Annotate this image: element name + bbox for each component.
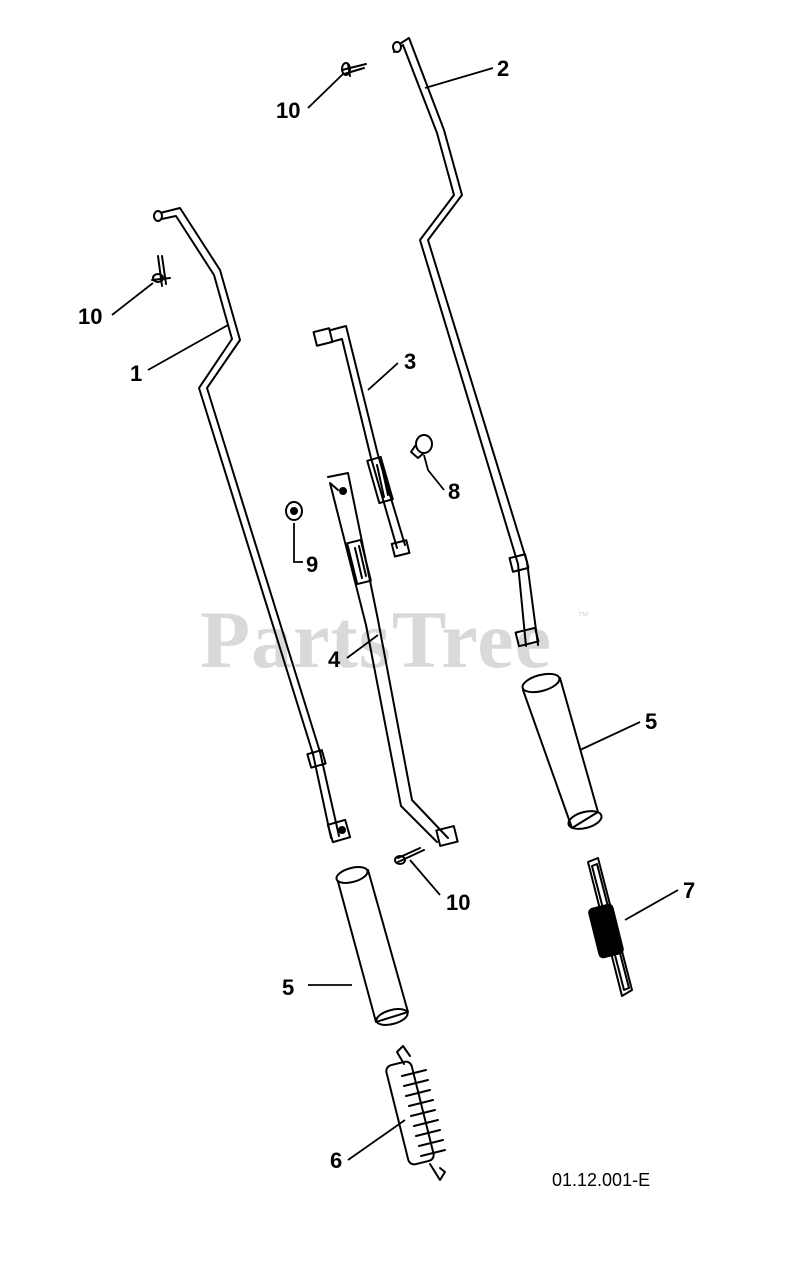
part-1-rod (153, 207, 352, 844)
callout-5-upper: 5 (645, 709, 657, 734)
callout-8: 8 (448, 479, 460, 504)
callout-9: 9 (306, 552, 318, 577)
watermark-trademark: ™ (577, 609, 589, 623)
part-6-spring (385, 1045, 446, 1181)
part-2-rod (392, 37, 540, 648)
part-9-washer (285, 501, 303, 521)
part-5-grip-lower (335, 866, 409, 1026)
part-8-pin (410, 434, 433, 459)
part-3-link (312, 325, 411, 558)
reference-code: 01.12.001-E (552, 1170, 650, 1190)
callout-3: 3 (404, 349, 416, 374)
callout-4: 4 (328, 647, 341, 672)
callout-2: 2 (497, 56, 509, 81)
callout-1: 1 (130, 361, 142, 386)
callout-6: 6 (330, 1148, 342, 1173)
callout-10-left: 10 (78, 304, 102, 329)
callout-7: 7 (683, 878, 695, 903)
part-5-grip-upper (521, 672, 603, 830)
part-7-spring-loop (587, 857, 633, 997)
callout-10-bottom: 10 (446, 890, 470, 915)
callout-10-top: 10 (276, 98, 300, 123)
part-10-clip-bottom (394, 847, 425, 865)
part-10-clip-top (341, 62, 367, 77)
part-10-clip-left (151, 255, 171, 287)
part-4-link (327, 472, 459, 847)
callout-5-lower: 5 (282, 975, 294, 1000)
leader-lines (111, 67, 679, 1161)
